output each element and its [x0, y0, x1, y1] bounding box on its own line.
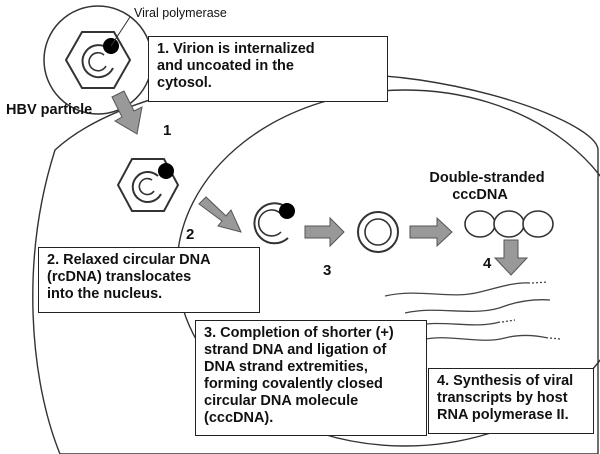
step1-line: and uncoated in the [157, 58, 294, 74]
step-number-3: 3 [323, 262, 332, 279]
step-number-1: 1 [163, 122, 172, 139]
step3-line: forming covalently closed [204, 376, 383, 392]
step1-box: 1. Virion is internalized and uncoated i… [148, 36, 388, 102]
step-number-2: 2 [186, 226, 195, 243]
step4-box: 4. Synthesis of viral transcripts by hos… [428, 368, 594, 434]
step3-line: 3. Completion of shorter (+) [204, 325, 394, 341]
step4-line: RNA polymerase II. [437, 407, 569, 423]
step2-box: 2. Relaxed circular DNA (rcDNA) transloc… [38, 247, 260, 313]
step1-line: cytosol. [157, 75, 212, 91]
rcdna-icon [253, 202, 295, 245]
step1-arrow-icon [111, 90, 143, 135]
step3-line: (cccDNA). [204, 410, 274, 426]
step2-line: (rcDNA) translocates [47, 269, 192, 285]
step3-line: circular DNA molecule [204, 393, 359, 409]
minichromosome-icon [464, 210, 554, 238]
double-stranded-line-1: Double-stranded [429, 170, 545, 186]
viral-polymerase-label: Viral polymerase [134, 6, 227, 20]
double-stranded-line-2: cccDNA [452, 187, 508, 203]
cccdna-icon [357, 211, 399, 253]
capsid-icon [116, 158, 180, 212]
double-stranded-label: Double-stranded cccDNA [412, 170, 562, 204]
step4-line: transcripts by host [437, 390, 568, 406]
step2-line: into the nucleus. [47, 286, 163, 302]
step3-arrow-b-icon [409, 216, 453, 248]
step2-line: 2. Relaxed circular DNA [47, 252, 211, 268]
hbv-particle-icon [43, 5, 153, 115]
step3-box: 3. Completion of shorter (+) strand DNA … [195, 320, 427, 436]
step4-arrow-icon [493, 239, 529, 276]
step4-line: 4. Synthesis of viral [437, 373, 574, 389]
step3-line: strand DNA and ligation of [204, 342, 387, 358]
step-number-4: 4 [483, 255, 492, 272]
hbv-particle-label: HBV particle [6, 102, 93, 118]
step3-arrow-a-icon [304, 216, 345, 248]
step1-line: 1. Virion is internalized [157, 41, 315, 57]
step2-arrow-icon [198, 196, 242, 233]
step3-line: DNA strand extremities, [204, 359, 368, 375]
